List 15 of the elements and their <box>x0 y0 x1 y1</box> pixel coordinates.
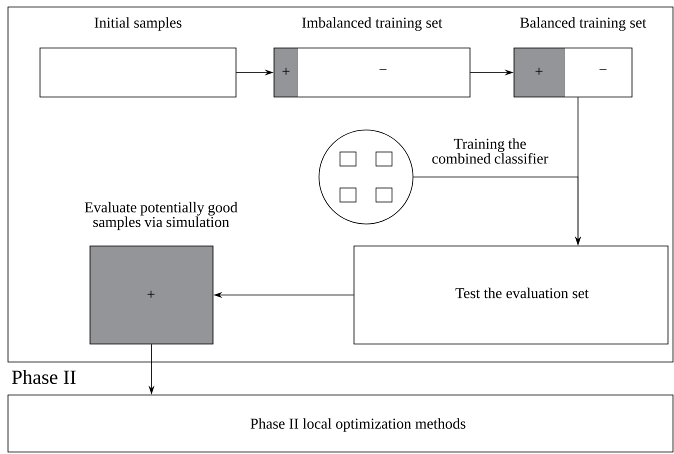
sign-text: + <box>282 68 290 75</box>
phase-frame <box>8 6 674 362</box>
box-heading: Balanced training set <box>520 17 646 31</box>
sign-text: + <box>148 290 154 298</box>
edge-label: Training the combined classifier <box>432 138 548 164</box>
node-text: Phase II local optimization methods <box>250 418 466 432</box>
node-text: Test the evaluation set <box>456 288 589 298</box>
sign-text: − <box>600 69 606 70</box>
box-heading: Evaluate potentially good samples via simulation <box>84 202 238 230</box>
box-heading: Initial samples <box>94 17 182 31</box>
sign-text: − <box>380 69 386 70</box>
box-heading: Imbalanced training set <box>302 17 442 31</box>
classifier-circle <box>318 130 414 224</box>
sign-text: + <box>536 68 542 75</box>
box-heading: Phase II <box>12 370 76 384</box>
